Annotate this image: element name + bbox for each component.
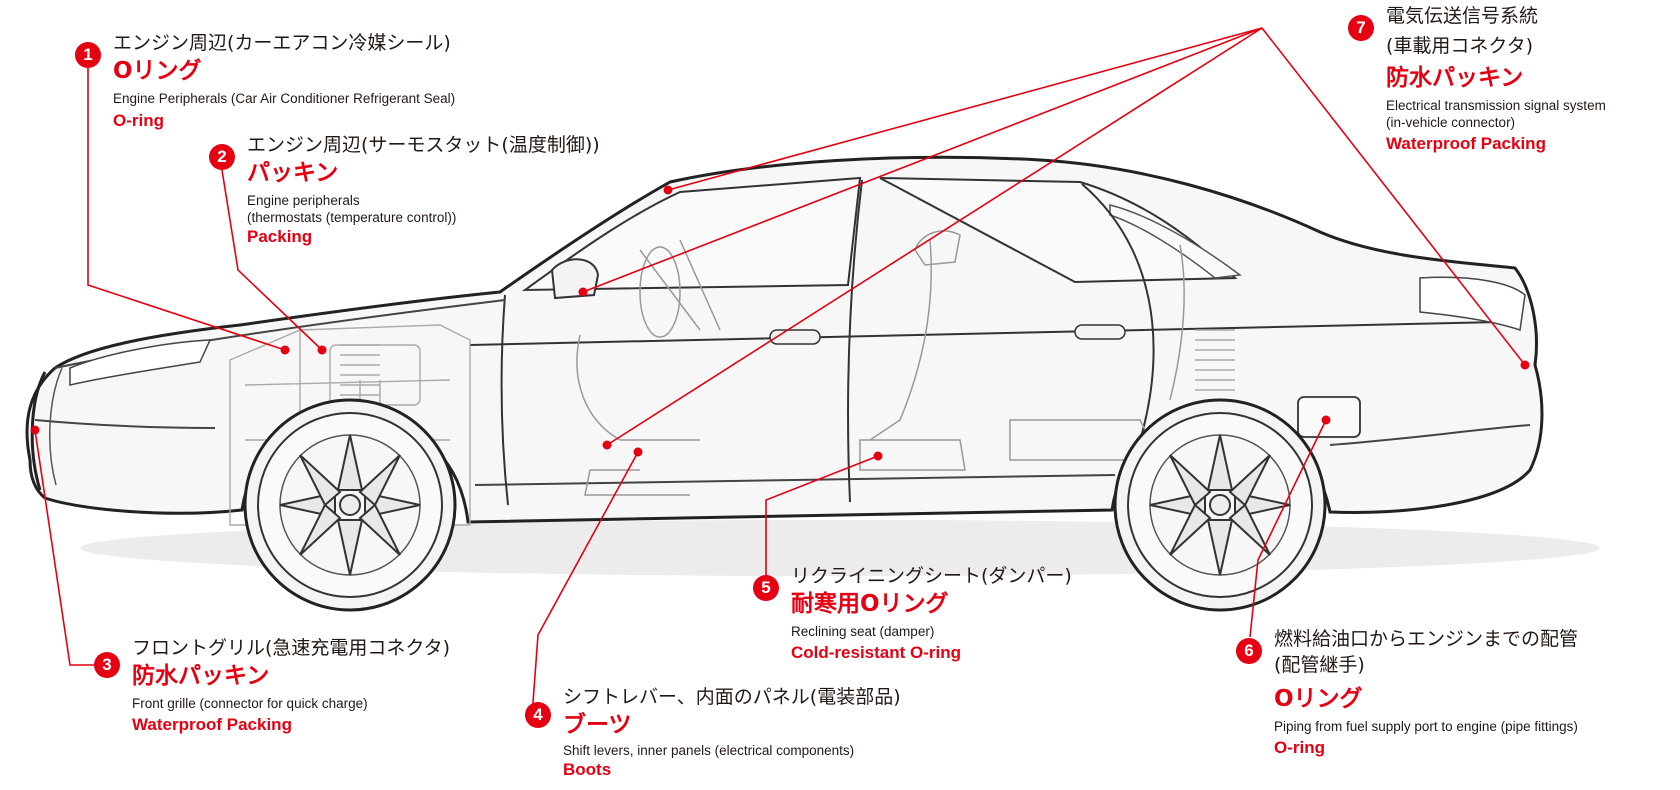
callout-part-ja: ブーツ (563, 712, 632, 738)
point-marker-5 (873, 451, 883, 461)
callout-number-7: 7 (1348, 15, 1374, 41)
rear-bumper (1329, 424, 1531, 446)
callout-part-en: O-ring (113, 111, 164, 130)
callout-desc-en-line-2: (in-vehicle connector) (1386, 115, 1516, 130)
tail-light (1419, 276, 1526, 331)
callout-desc-en: Engine Peripherals (Car Air Conditioner … (113, 91, 456, 106)
callout-desc-en: Piping from fuel supply port to engine (… (1274, 719, 1578, 734)
callout-part-ja: パッキン (247, 160, 339, 186)
front-grille-inner (49, 367, 63, 486)
callout-desc-en-line-1: Electrical transmission signal system (1386, 98, 1606, 113)
callout-title-ja-line-1: 燃料給油口からエンジンまでの配管 (1274, 628, 1579, 650)
leader-line-5 (765, 455, 879, 587)
callout-title-ja-line-1: 電気伝送信号系統 (1386, 5, 1539, 27)
callout-title-ja: フロントグリル(急速充電用コネクタ) (132, 637, 451, 659)
leader-lines (34, 27, 1526, 717)
front-window (521, 176, 862, 292)
callout-part-en: Waterproof Packing (132, 715, 292, 734)
quarter-window (1109, 204, 1242, 279)
callout-part-ja: Oリング (113, 58, 202, 84)
beltline (469, 321, 1501, 346)
callout-number-2: 2 (209, 144, 235, 170)
point-marker-7c (602, 440, 612, 450)
callout-title-ja: シフトレバー、内面のパネル(電装部品) (563, 686, 901, 708)
callout-number-6: 6 (1236, 638, 1262, 664)
leader-line-7a (667, 27, 1263, 191)
point-marker-7a (663, 185, 673, 195)
rear-wheel (1113, 398, 1327, 612)
callout-title-ja: エンジン周辺(カーエアコン冷媒シール) (113, 32, 451, 54)
point-marker-1 (280, 345, 290, 355)
point-marker-3 (30, 425, 40, 435)
callout-number-4: 4 (525, 702, 551, 728)
callout-desc-en: Reclining seat (damper) (791, 624, 935, 639)
callout-part-ja: 防水パッキン (132, 663, 270, 689)
callout-part-en: Packing (247, 227, 313, 246)
headlight (69, 339, 212, 386)
front-door-line (500, 294, 509, 506)
callout-part-en: Waterproof Packing (1386, 134, 1546, 153)
front-spring (340, 344, 380, 406)
callout-title-ja-line-2: (配管継手) (1274, 654, 1365, 676)
callout-part-en: O-ring (1274, 738, 1325, 757)
callout-number-1: 1 (75, 42, 101, 68)
callout-title-ja-line-2: (車載用コネクタ) (1386, 35, 1534, 57)
front-bumper (34, 419, 216, 429)
front-wheel (243, 398, 457, 612)
leader-line-1 (87, 65, 286, 351)
callout-desc-en: Shift levers, inner panels (electrical c… (563, 743, 855, 758)
leader-line-4 (531, 451, 639, 717)
leader-line-7c (606, 27, 1263, 446)
leader-line-7d (1261, 27, 1526, 366)
b-pillar (847, 179, 863, 503)
callout-number-3: 3 (94, 652, 120, 678)
leader-line-2 (221, 169, 323, 351)
callout-number-5: 5 (753, 575, 779, 601)
side-mirror (550, 258, 600, 300)
callout-desc-en-line-2: (thermostats (temperature control)) (247, 210, 457, 225)
point-marker-6 (1321, 415, 1331, 425)
callout-title-ja: エンジン周辺(サーモスタット(温度制御)) (247, 134, 600, 156)
rear-spring (1195, 329, 1235, 391)
rocker-line (474, 474, 1116, 486)
point-marker-2 (317, 345, 327, 355)
leader-line-6 (1249, 419, 1327, 638)
callout-part-ja: 耐寒用Oリング (791, 591, 949, 617)
callout-desc-en-line-1: Engine peripherals (247, 193, 360, 208)
callout-part-en: Cold-resistant O-ring (791, 643, 962, 662)
callout-title-ja: リクライニングシート(ダンパー) (791, 565, 1072, 587)
point-marker-4 (633, 447, 643, 457)
point-marker-7b (578, 287, 588, 297)
callout-part-ja: 防水パッキン (1386, 65, 1524, 91)
callout-desc-en: Front grille (connector for quick charge… (132, 696, 368, 711)
callout-part-en: Boots (563, 760, 612, 779)
callout-part-ja: Oリング (1274, 686, 1363, 712)
leader-line-7b (582, 27, 1263, 293)
point-markers (30, 185, 1530, 461)
rear-door-handle (1074, 324, 1126, 340)
point-marker-7d (1520, 360, 1530, 370)
